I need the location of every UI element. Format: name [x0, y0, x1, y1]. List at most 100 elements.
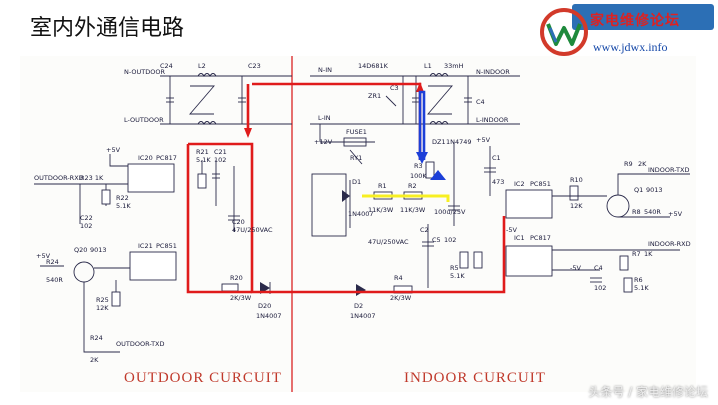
label-pc817-a: PC817	[156, 154, 177, 162]
label-r9: R9	[624, 160, 633, 168]
label-r24b-val: 2K	[90, 356, 99, 364]
label-r9-val: 2K	[638, 160, 647, 168]
label-d1-type: 1N4007	[348, 210, 374, 218]
label-l1-val: 33mH	[444, 62, 464, 70]
label-c1-val: 473	[492, 178, 504, 186]
label-r1: R1	[378, 182, 387, 190]
label-r2-val: 11K/3W	[400, 206, 426, 214]
label-r6: R6	[634, 276, 643, 284]
net-plus5v-2: +5V	[36, 252, 51, 260]
logo-site-name: 家电维修论坛	[590, 13, 680, 29]
communication-circuit-diagram: OUTDOOR CURCUIT INDOOR CURCUIT N-OUTDOOR…	[20, 56, 696, 392]
label-r8-val: 540R	[644, 208, 661, 216]
label-c22: C22	[80, 214, 93, 222]
label-r3-val: 100K	[410, 172, 427, 180]
logo-url: www.jdwx.info	[593, 40, 668, 54]
label-c24: C24	[160, 62, 173, 70]
label-c21-val: 102	[214, 156, 226, 164]
label-c1: C1	[492, 154, 501, 162]
label-c4b-val: 102	[594, 284, 606, 292]
label-r4-val: 2K/3W	[390, 294, 412, 302]
label-r5: R5	[450, 264, 459, 272]
label-c5: C5	[432, 236, 441, 244]
forum-logo	[540, 4, 714, 56]
net-outdoor-rxd: OUTDOOR-RXD	[34, 174, 84, 182]
label-r24: R24	[46, 258, 59, 266]
outdoor-ac-lines	[160, 73, 292, 125]
net-outdoor-txd: OUTDOOR-TXD	[116, 340, 165, 348]
net-n-in: N-IN	[318, 66, 332, 74]
label-r21: R21	[196, 148, 209, 156]
net-minus5v-2: -5V	[506, 226, 517, 234]
net-n-indoor: N-INDOOR	[476, 68, 510, 76]
label-r2: R2	[408, 182, 417, 190]
net-minus5v-1: -5V	[570, 264, 581, 272]
label-r22-val: 5.1K	[116, 202, 131, 210]
label-ic20: IC20	[138, 154, 153, 162]
label-c21: C21	[214, 148, 227, 156]
current-path-yellow	[362, 194, 450, 202]
net-plus5v-3: +5V	[668, 210, 683, 218]
indoor-signal-components	[342, 142, 690, 296]
label-fuse1: FUSE1	[346, 128, 367, 136]
net-l-in: L-IN	[318, 114, 331, 122]
label-r24-val: 540R	[46, 276, 63, 284]
label-pc817-b: PC817	[530, 234, 551, 242]
label-r7-val: 1K	[644, 250, 653, 258]
label-r1-val: 11K/3W	[368, 206, 394, 214]
label-c22-val: 102	[80, 222, 92, 230]
label-c2: C2	[420, 226, 429, 234]
label-ic2: IC2	[514, 180, 525, 188]
label-c2-val: 47U/250VAC	[368, 238, 409, 246]
label-d1: D1	[352, 178, 361, 186]
logo-w-accent	[548, 27, 558, 43]
slide-title: 室内外通信电路	[30, 16, 185, 41]
label-dz1-type: 1N4749	[446, 138, 472, 146]
logo-banner	[572, 4, 714, 30]
label-c5-val: 102	[444, 236, 456, 244]
relay-ry1-label: RY1	[350, 154, 362, 162]
label-q20-type: 9013	[90, 246, 107, 254]
relay-block	[311, 124, 375, 237]
label-r7: R7	[632, 250, 641, 258]
watermark: 头条号 / 家电维修论坛	[588, 385, 708, 399]
net-l-indoor: L-INDOOR	[476, 116, 509, 124]
label-q1-type: 9013	[646, 186, 663, 194]
net-plus5v-1: +5V	[106, 146, 121, 154]
label-r23: R23 1K	[80, 174, 104, 182]
outdoor-section-label: OUTDOOR CURCUIT	[124, 370, 282, 386]
net-plus12v: +12V	[314, 138, 333, 146]
net-indoor-txd: INDOOR-TXD	[648, 166, 689, 174]
diagram-background	[20, 56, 696, 392]
label-zr1-part: 14D681K	[358, 62, 389, 70]
label-r3: R3	[414, 162, 423, 170]
logo-ring	[540, 8, 588, 56]
label-r10-val: 12K	[570, 202, 583, 210]
label-dz-cap: 100u/25V	[434, 208, 466, 216]
label-d2-type: 1N4007	[350, 312, 376, 320]
label-pc851-b: PC851	[530, 180, 551, 188]
label-l1: L1	[424, 62, 432, 70]
label-c4b: C4	[594, 264, 603, 272]
label-pc851-a: PC851	[156, 242, 177, 250]
label-r4: R4	[394, 274, 403, 282]
label-c20: C20	[232, 218, 245, 226]
label-q1: Q1	[634, 186, 643, 194]
net-indoor-rxd: INDOOR-RXD	[648, 240, 691, 248]
indoor-section-label: INDOOR CURCUIT	[404, 370, 546, 386]
label-q20: Q20	[74, 246, 87, 254]
label-d20: D20	[258, 302, 271, 310]
label-c20-val: 47U/250VAC	[232, 226, 273, 234]
label-dz1: DZ1	[432, 138, 446, 146]
label-d20-type: 1N4007	[256, 312, 282, 320]
label-r25-val: 12K	[96, 304, 109, 312]
label-r8: R8	[632, 208, 641, 216]
label-l2: L2	[198, 62, 206, 70]
label-r25: R25	[96, 296, 109, 304]
label-r20: R20	[230, 274, 243, 282]
label-c4: C4	[476, 98, 485, 106]
label-r22: R22	[116, 194, 129, 202]
label-d2: D2	[354, 302, 363, 310]
label-ic1: IC1	[514, 234, 525, 242]
label-r21-val: 5.1K	[196, 156, 211, 164]
